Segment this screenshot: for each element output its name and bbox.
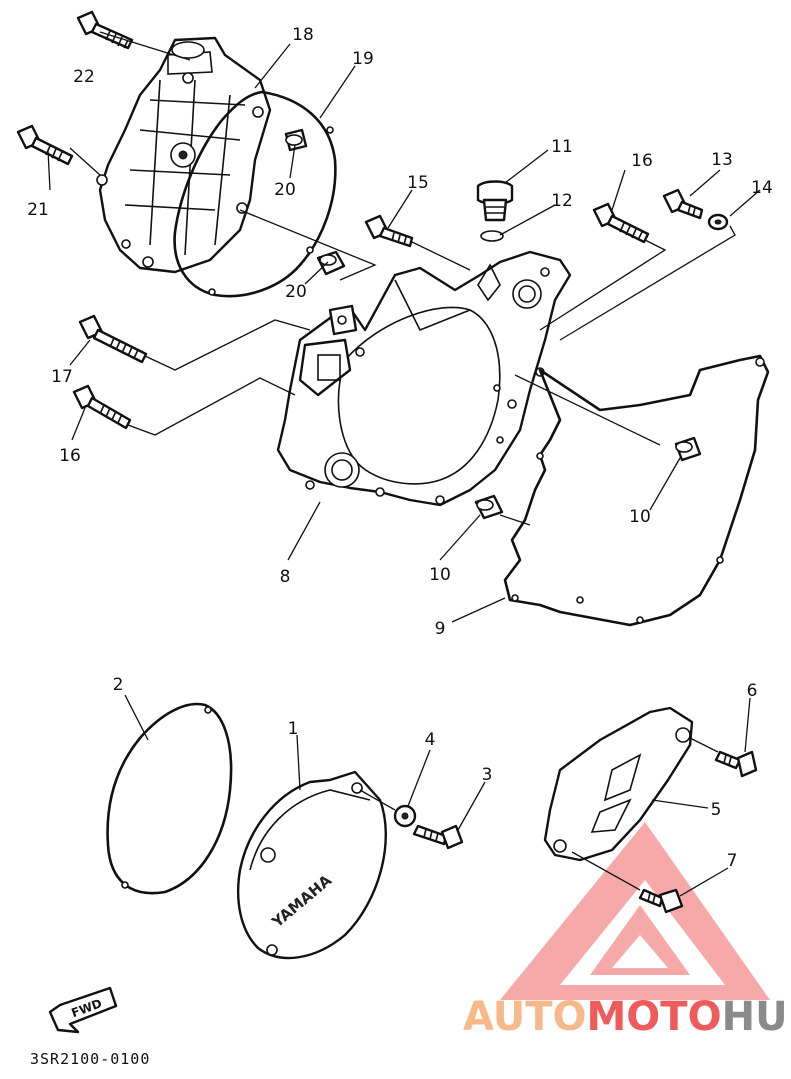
- part-3-bolt: [412, 824, 464, 850]
- diagram-code: 3SR2100-0100: [30, 1050, 150, 1068]
- part-18-clutch-housing-cover: [96, 36, 272, 274]
- part-13-bolt: [662, 188, 704, 220]
- callout-20-upper: 20: [274, 180, 296, 200]
- callout-7: 7: [727, 851, 738, 871]
- part-6-bolt: [714, 750, 758, 778]
- callout-3: 3: [482, 765, 493, 785]
- part-2-gasket: [106, 702, 233, 895]
- part-20-dowel-pin-upper: [284, 128, 308, 152]
- watermark-part-auto: AUTO: [463, 994, 587, 1040]
- part-22-bolt: [76, 10, 134, 50]
- callout-9: 9: [435, 619, 446, 639]
- part-17-bolt: [78, 314, 148, 364]
- watermark-part-hub: HUB: [722, 994, 791, 1040]
- callout-4: 4: [425, 730, 436, 750]
- callout-20-lower: 20: [285, 282, 307, 302]
- part-16-bolt-lower: [72, 384, 132, 430]
- part-11-oil-filler-plug: [476, 180, 514, 222]
- part-15-bolt: [364, 214, 414, 248]
- part-1-yamaha-cover: YAMAHA: [237, 770, 387, 960]
- watermark-logo-triangle: [500, 822, 770, 1000]
- callout-16-lower: 16: [59, 446, 81, 466]
- callout-16-upper: 16: [631, 151, 653, 171]
- callout-2: 2: [113, 675, 124, 695]
- callout-10-right: 10: [629, 507, 651, 527]
- callout-6: 6: [747, 681, 758, 701]
- part-8-crankcase-cover: [276, 250, 572, 507]
- callout-13: 13: [711, 150, 733, 170]
- callout-1: 1: [288, 719, 299, 739]
- callout-12: 12: [551, 191, 573, 211]
- part-9-gasket: [503, 354, 770, 627]
- callout-18: 18: [292, 25, 314, 45]
- part-5-sprocket-guard: [543, 706, 694, 862]
- watermark-part-moto: MOTO: [587, 994, 722, 1040]
- part-10-dowel-pin-left: [474, 494, 504, 520]
- part-12-o-ring: [480, 230, 504, 242]
- callout-8: 8: [280, 567, 291, 587]
- callout-11: 11: [551, 137, 573, 157]
- part-16-bolt-upper: [592, 202, 650, 244]
- leader-lines: [47, 31, 761, 897]
- fwd-arrow-icon: FWD: [48, 986, 118, 1034]
- callout-15: 15: [407, 173, 429, 193]
- part-10-dowel-pin-right: [674, 436, 702, 462]
- callout-14: 14: [751, 178, 773, 198]
- part-21-bolt: [16, 124, 74, 166]
- callout-5: 5: [711, 800, 722, 820]
- callout-labels: 22 18 19 21 20 20 11 12 15 16 13 14 17 1…: [27, 25, 773, 871]
- watermark-text: AUTOMOTOHUB: [463, 994, 791, 1040]
- part-20-dowel-pin-lower: [316, 250, 346, 276]
- part-7-bolt: [638, 888, 684, 914]
- callout-10-left: 10: [429, 565, 451, 585]
- part-19-gasket: [173, 90, 337, 298]
- callout-17: 17: [51, 367, 73, 387]
- callout-21: 21: [27, 200, 49, 220]
- callout-22: 22: [73, 67, 95, 87]
- callout-19: 19: [352, 49, 374, 69]
